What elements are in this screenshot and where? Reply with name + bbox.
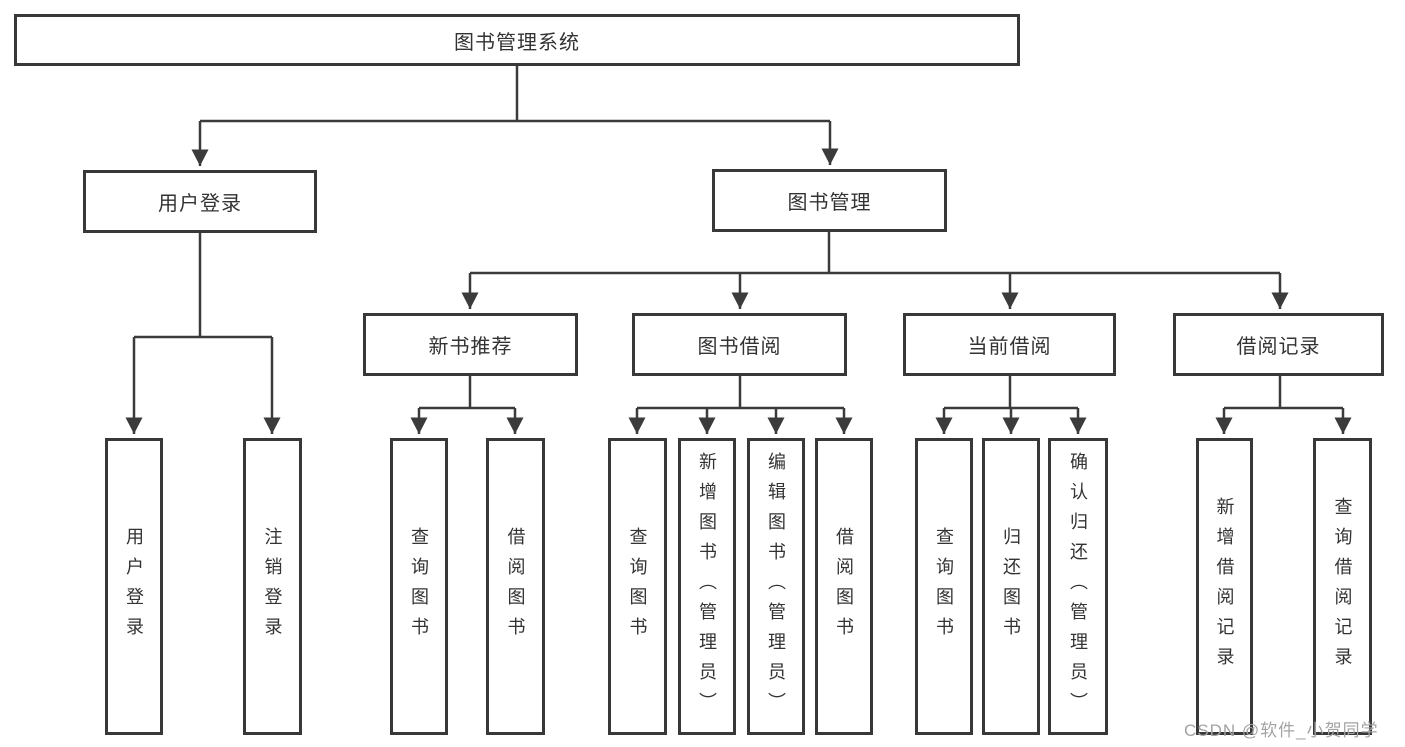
node-leaf-confirm-return-admin: 确认归还（管理员） bbox=[1048, 438, 1108, 735]
node-leaf-add-borrow-record: 新增借阅记录 bbox=[1196, 438, 1253, 735]
node-root: 图书管理系统 bbox=[14, 14, 1020, 66]
node-user-login: 用户登录 bbox=[83, 170, 317, 233]
leaf-label: 归还图书 bbox=[1001, 526, 1021, 647]
leaf-label: 查询图书 bbox=[409, 526, 429, 647]
node-leaf-query-borrow-record: 查询借阅记录 bbox=[1313, 438, 1372, 735]
node-leaf-borrow-book-1: 借阅图书 bbox=[486, 438, 545, 735]
leaf-label: 新增借阅记录 bbox=[1214, 496, 1235, 677]
node-leaf-query-book-2: 查询图书 bbox=[608, 438, 667, 735]
node-leaf-add-book-admin: 新增图书（管理员） bbox=[678, 438, 736, 735]
node-leaf-user-login: 用户登录 bbox=[105, 438, 163, 735]
leaf-label: 新增图书（管理员） bbox=[697, 451, 717, 722]
leaf-label: 查询图书 bbox=[627, 526, 648, 647]
node-book-borrow: 图书借阅 bbox=[632, 313, 847, 376]
leaf-label: 借阅图书 bbox=[505, 526, 526, 647]
leaf-label: 借阅图书 bbox=[834, 526, 854, 647]
node-new-book-recommend: 新书推荐 bbox=[363, 313, 578, 376]
node-borrow-record: 借阅记录 bbox=[1173, 313, 1384, 376]
leaf-label: 查询图书 bbox=[934, 526, 954, 647]
node-leaf-query-book-1: 查询图书 bbox=[390, 438, 448, 735]
watermark: CSDN @软件_小贺同学 bbox=[1184, 721, 1379, 740]
leaf-label: 查询借阅记录 bbox=[1332, 496, 1353, 677]
node-leaf-edit-book-admin: 编辑图书（管理员） bbox=[747, 438, 805, 735]
node-leaf-query-book-3: 查询图书 bbox=[915, 438, 973, 735]
leaf-label: 注销登录 bbox=[262, 526, 283, 647]
node-leaf-borrow-book-2: 借阅图书 bbox=[815, 438, 873, 735]
node-leaf-logout: 注销登录 bbox=[243, 438, 302, 735]
leaf-label: 编辑图书（管理员） bbox=[766, 451, 786, 722]
node-leaf-return-book: 归还图书 bbox=[982, 438, 1040, 735]
leaf-label: 确认归还（管理员） bbox=[1068, 451, 1088, 722]
leaf-label: 用户登录 bbox=[124, 526, 144, 647]
node-book-management: 图书管理 bbox=[712, 169, 947, 232]
node-current-borrow: 当前借阅 bbox=[903, 313, 1116, 376]
